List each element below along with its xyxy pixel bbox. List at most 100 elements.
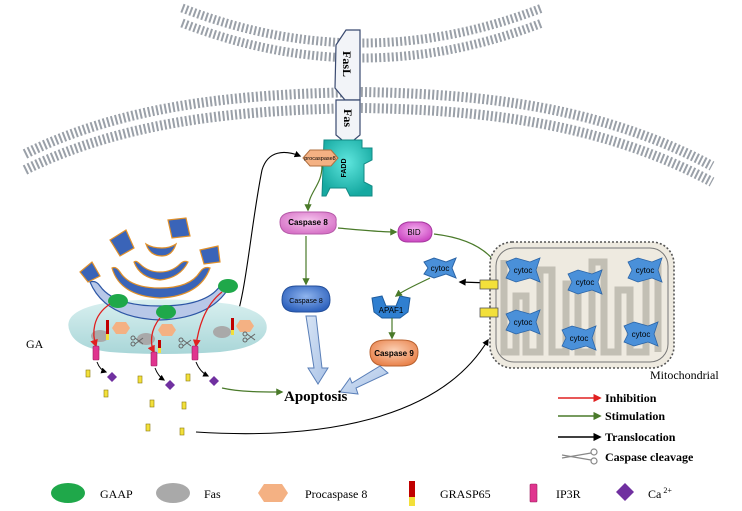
arrow-legend: Inhibition Stimulation Translocation Cas… bbox=[558, 391, 694, 465]
upper-cell-membrane bbox=[180, 3, 544, 63]
legend-translocation-label: Translocation bbox=[605, 430, 676, 444]
ip3r-legend-icon bbox=[529, 483, 538, 503]
procaspase8-legend-icon bbox=[258, 484, 288, 502]
caspase8-bottom-label: Caspase 8 bbox=[289, 298, 323, 305]
grasp65-marker-yellow bbox=[158, 348, 161, 353]
golgi-vesicle bbox=[199, 245, 221, 265]
legend-grasp65-label: GRASP65 bbox=[440, 487, 491, 501]
mito-cytoc-label: cytoc bbox=[514, 318, 533, 327]
grasp65-marker-yellow bbox=[231, 330, 234, 335]
legend-stimulation-label: Stimulation bbox=[605, 409, 665, 423]
legend-cleavage-label: Caspase cleavage bbox=[605, 450, 694, 464]
fas-label: Fas bbox=[341, 109, 355, 127]
mitochondrial-label: Mitochondrial bbox=[650, 368, 719, 382]
caspase8-active-bottom: Caspase 8 bbox=[281, 285, 331, 313]
cytoc-free-label: cytoc bbox=[431, 264, 450, 273]
apoptosis-label: Apoptosis bbox=[284, 389, 348, 405]
legend-caspase-cleavage: Caspase cleavage bbox=[561, 448, 694, 465]
apaf1-protein: APAF1 bbox=[371, 295, 411, 319]
scissors-icon bbox=[178, 337, 192, 349]
scissors-icon bbox=[561, 448, 598, 465]
lower-cell-membrane bbox=[22, 86, 715, 187]
golgi-vesicle bbox=[167, 217, 191, 239]
ip3r-channel bbox=[92, 345, 100, 361]
procaspase8-marker bbox=[112, 322, 130, 334]
mito-cytoc: cytoc bbox=[505, 257, 541, 283]
mito-cytoc-label: cytoc bbox=[636, 266, 655, 275]
legend-fas-label: Fas bbox=[204, 487, 221, 501]
legend-inhibition: Inhibition bbox=[558, 391, 657, 405]
pathway-arrows bbox=[195, 150, 521, 435]
mitochondrion: cytoc cytoc cytoc cytoc cytoc cytoc bbox=[479, 241, 675, 369]
caspase8-top-label: Caspase 8 bbox=[288, 218, 328, 227]
ga-label: GA bbox=[26, 337, 44, 351]
mito-cytoc-label: cytoc bbox=[576, 278, 595, 287]
grasp65-legend-icon-yellow bbox=[409, 497, 415, 506]
grasp65-marker bbox=[106, 320, 109, 334]
apaf1-label: APAF1 bbox=[379, 306, 404, 315]
arrow-ca-to-mito bbox=[195, 338, 489, 435]
grasp65-marker bbox=[231, 318, 234, 330]
fasl-label: FasL bbox=[340, 51, 354, 77]
procaspase8-small-label: procaspase8 bbox=[304, 156, 336, 162]
ip3r-release-arrows bbox=[96, 361, 210, 381]
caspase9-protein: Caspase 9 bbox=[369, 339, 419, 367]
gaap-marker bbox=[108, 294, 128, 308]
cytoc-released: cytoc bbox=[423, 257, 457, 279]
gaap-marker bbox=[218, 279, 238, 293]
mito-cytoc: cytoc bbox=[627, 257, 663, 283]
arrow-caspase8-to-bid bbox=[337, 227, 398, 236]
mito-cytoc-label: cytoc bbox=[570, 334, 589, 343]
arrow-ga-to-apoptosis bbox=[221, 387, 284, 396]
mito-pore bbox=[479, 307, 499, 318]
arrow-cytoc-to-apaf1 bbox=[394, 277, 431, 297]
legend-procaspase8-label: Procaspase 8 bbox=[305, 487, 367, 501]
bid-protein: BID bbox=[397, 221, 433, 243]
caspase9-to-apoptosis-arrow bbox=[339, 365, 389, 395]
scissors-icon bbox=[242, 331, 256, 343]
mito-cytoc: cytoc bbox=[505, 309, 541, 335]
procaspase8-marker bbox=[236, 320, 254, 332]
mito-cytoc: cytoc bbox=[567, 269, 603, 295]
fas-marker bbox=[213, 326, 231, 338]
grasp65-legend-icon bbox=[409, 481, 415, 497]
golgi-cisterna-3 bbox=[133, 260, 189, 281]
bid-label: BID bbox=[407, 228, 421, 237]
golgi-apparatus bbox=[68, 217, 267, 354]
fadd-adaptor: FADD bbox=[321, 139, 373, 197]
calcium-ion bbox=[209, 376, 219, 386]
legend-stimulation: Stimulation bbox=[558, 409, 665, 423]
golgi-cisterna-2 bbox=[111, 266, 211, 299]
golgi-cisterna-4 bbox=[144, 242, 178, 257]
mito-cytoc-label: cytoc bbox=[514, 266, 533, 275]
arrow-procaspase-to-caspase8 bbox=[304, 165, 323, 212]
inhibition-arrows bbox=[90, 291, 223, 354]
ip3r-channel bbox=[150, 351, 158, 367]
caspase8-to-apoptosis-arrow bbox=[305, 315, 329, 385]
legend-translocation: Translocation bbox=[558, 430, 676, 444]
calcium-legend-icon bbox=[616, 483, 634, 501]
ip3r-channel bbox=[191, 345, 199, 361]
arrow-fas-translocation bbox=[231, 150, 302, 331]
caspase9-label: Caspase 9 bbox=[374, 349, 414, 358]
mito-cytoc: cytoc bbox=[561, 325, 597, 351]
scissors-icon bbox=[130, 335, 144, 347]
calcium-ion bbox=[107, 372, 117, 382]
fas-marker bbox=[137, 333, 155, 345]
golgi-vesicle bbox=[109, 229, 135, 257]
grasp65-marker bbox=[158, 340, 161, 348]
mito-cytoc: cytoc bbox=[623, 321, 659, 347]
procaspase8-marker bbox=[158, 324, 176, 336]
legend-inhibition-label: Inhibition bbox=[605, 391, 657, 405]
fas-receptor: Fas bbox=[335, 99, 361, 146]
caspase8-active-top: Caspase 8 bbox=[279, 211, 337, 235]
legend-ip3r-label: IP3R bbox=[556, 487, 581, 501]
fadd-label: FADD bbox=[341, 158, 348, 177]
fasl-ligand: FasL bbox=[334, 29, 361, 101]
ca-indicators bbox=[85, 369, 191, 436]
calcium-ion bbox=[165, 380, 175, 390]
